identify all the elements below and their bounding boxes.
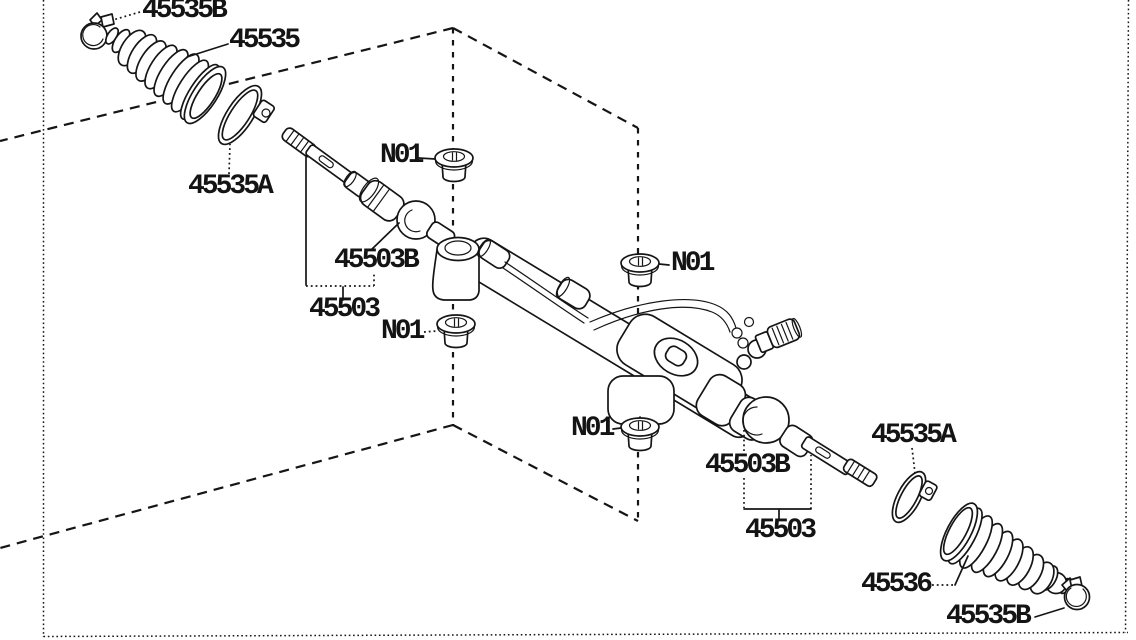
boot-left-drawing <box>80 12 276 146</box>
leader-lines <box>112 11 1065 618</box>
part-label-n01-bottom: N01 <box>571 413 615 444</box>
part-label-45535: 45535 <box>229 25 301 56</box>
part-label-45503B-lower: 45503B <box>705 450 791 481</box>
clamp-ring-left-icon <box>217 84 276 146</box>
part-label-n01-mid-left: N01 <box>381 316 425 347</box>
figure-border <box>42 0 1130 638</box>
part-label-n01-top: N01 <box>380 140 424 171</box>
steering-gear-drawing <box>281 127 878 488</box>
part-label-45536: 45536 <box>861 569 933 600</box>
part-label-45535A-left: 45535A <box>188 171 274 202</box>
part-label-45535B-left: 45535B <box>142 0 228 26</box>
clamp-bottom-right-icon <box>1061 576 1091 611</box>
boot-right-drawing <box>891 470 1091 611</box>
part-label-45503-lower: 45503 <box>745 515 817 546</box>
part-label-45535B-right: 45535B <box>946 601 1032 632</box>
part-label-n01-right: N01 <box>671 248 715 279</box>
clamp-ring-right-icon <box>891 470 938 524</box>
part-label-45503-upper: 45503 <box>309 294 381 325</box>
part-label-45503B-upper: 45503B <box>334 245 420 276</box>
part-label-45535A-right: 45535A <box>871 420 957 451</box>
clamp-top-left-icon <box>80 12 115 50</box>
